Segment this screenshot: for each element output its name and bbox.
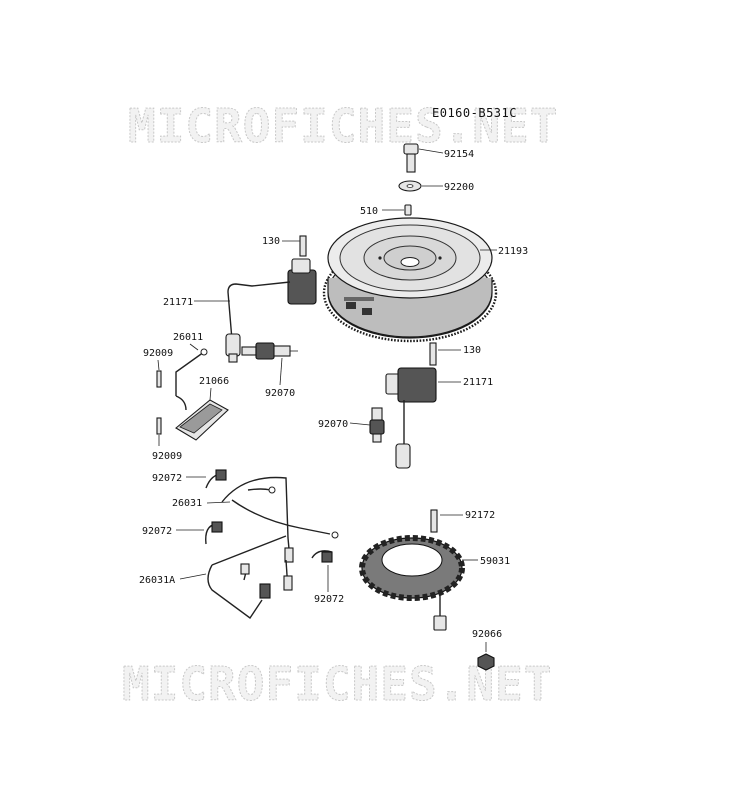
part-label-92009: 92009 — [152, 451, 182, 462]
part-label-21171: 21171 — [463, 377, 493, 388]
bolt-130-upper-icon — [299, 235, 307, 257]
stator-59031-icon — [359, 535, 465, 631]
part-label-92172: 92172 — [465, 510, 495, 521]
part-labels: 9215492200510130211932117126011920092106… — [139, 149, 528, 640]
part-label-92070: 92070 — [265, 388, 295, 399]
washer-92200-icon — [398, 180, 422, 192]
watermark-top: MICROFICHES.NET — [128, 99, 558, 153]
terminal-ring-icon — [200, 348, 208, 356]
bolt-92154-icon — [403, 143, 419, 173]
spark-plug-upper-icon — [241, 342, 298, 360]
ignition-coil-upper-icon — [225, 258, 317, 363]
part-label-92072: 92072 — [142, 526, 172, 537]
leader-line-26031 — [206, 501, 231, 504]
part-label-26031A: 26031A — [139, 575, 175, 586]
leader-line-92154 — [418, 148, 444, 154]
part-label-26031: 26031 — [172, 498, 202, 509]
bolt-130-lower-icon — [429, 342, 437, 366]
part-label-92072: 92072 — [314, 594, 344, 605]
part-label-21193: 21193 — [498, 246, 528, 257]
ignition-module-21066-icon — [175, 395, 229, 441]
leader-line-92070 — [279, 357, 283, 386]
leader-line-21066 — [209, 387, 212, 401]
part-label-510: 510 — [360, 206, 378, 217]
part-label-130: 130 — [463, 345, 481, 356]
part-label-92070: 92070 — [318, 419, 348, 430]
part-label-92200: 92200 — [444, 182, 474, 193]
leader-line-26031A — [179, 573, 207, 580]
part-label-92072: 92072 — [152, 473, 182, 484]
spark-plug-lower-icon — [369, 407, 385, 443]
part-label-130: 130 — [262, 236, 280, 247]
part-label-21066: 21066 — [199, 376, 229, 387]
leader-line-92070 — [349, 422, 371, 426]
flywheel-21193-icon — [322, 217, 498, 343]
part-label-92066: 92066 — [472, 629, 502, 640]
lead-wire-26011-icon — [175, 351, 205, 396]
part-label-92154: 92154 — [444, 149, 474, 160]
leader-line-26011 — [189, 343, 199, 351]
key-510-icon — [404, 204, 412, 216]
bolt-92172-icon — [430, 509, 438, 533]
ignition-coil-lower-icon — [385, 367, 437, 469]
screw-92009-lower-icon — [156, 417, 162, 435]
part-label-21171: 21171 — [163, 297, 193, 308]
screw-92009-upper-icon — [156, 370, 162, 388]
nut-92066-icon — [477, 653, 495, 671]
leader-lines — [157, 148, 497, 652]
part-label-59031: 59031 — [480, 556, 510, 567]
wire-harness-26031-icon — [221, 476, 339, 563]
part-label-26011: 26011 — [173, 332, 203, 343]
part-label-92009: 92009 — [143, 348, 173, 359]
leader-line-92009 — [157, 359, 160, 371]
diagram-code: E0160-B531C — [432, 106, 517, 120]
wire-harness-26031A-icon — [207, 535, 293, 619]
